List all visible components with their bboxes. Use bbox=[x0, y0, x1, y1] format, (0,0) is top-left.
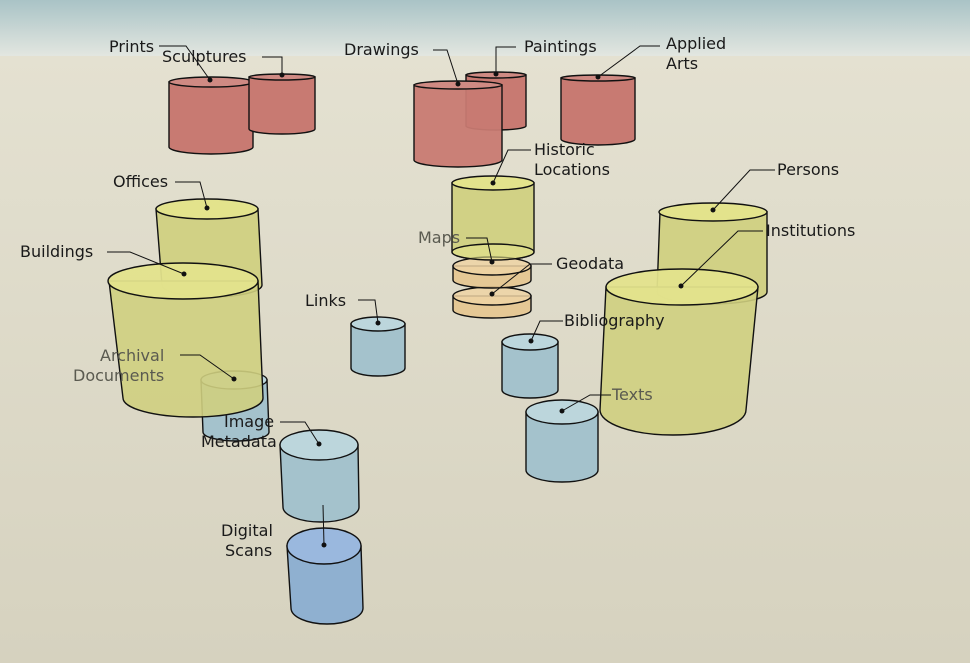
cylinder-geodata-upper bbox=[452, 256, 532, 289]
cylinder-applied-arts bbox=[560, 74, 636, 146]
label-buildings: Buildings bbox=[20, 242, 93, 261]
leader-dots bbox=[181, 71, 716, 548]
cylinder-sculptures bbox=[248, 73, 316, 135]
label-texts: Texts bbox=[611, 385, 653, 404]
label-persons: Persons bbox=[777, 160, 839, 179]
cylinder-institutions bbox=[599, 268, 759, 436]
label-drawings: Drawings bbox=[344, 40, 419, 59]
label-offices: Offices bbox=[113, 172, 168, 191]
cylinder-drawings bbox=[413, 80, 503, 168]
label-institutions: Institutions bbox=[766, 221, 855, 240]
cylinder-links bbox=[350, 316, 406, 377]
label-bibliography: Bibliography bbox=[564, 311, 665, 330]
label-archival-documents-line1: Archival bbox=[100, 346, 164, 365]
maps-disc bbox=[451, 243, 535, 261]
cylinder-bibliography bbox=[501, 333, 559, 399]
label-image-metadata-line1: Image bbox=[224, 412, 274, 431]
leader-lines bbox=[107, 45, 775, 546]
label-archival-documents-line2: Documents bbox=[73, 366, 164, 385]
label-image-metadata-line2: Metadata bbox=[201, 432, 277, 451]
labels: Prints Sculptures Drawings Paintings App… bbox=[20, 34, 855, 560]
label-links: Links bbox=[305, 291, 346, 310]
cylinder-prints bbox=[168, 76, 254, 155]
label-historic-locations-line1: Historic bbox=[534, 140, 595, 159]
sky-background bbox=[0, 0, 970, 60]
label-digital-scans-line1: Digital bbox=[221, 521, 273, 540]
label-maps: Maps bbox=[418, 228, 460, 247]
label-paintings: Paintings bbox=[524, 37, 597, 56]
label-applied-arts-line1: Applied bbox=[666, 34, 726, 53]
label-sculptures: Sculptures bbox=[162, 47, 247, 66]
label-geodata: Geodata bbox=[556, 254, 624, 273]
label-prints: Prints bbox=[109, 37, 154, 56]
label-applied-arts-line2: Arts bbox=[666, 54, 698, 73]
cylinder-digital-scans bbox=[286, 527, 364, 625]
label-digital-scans-line2: Scans bbox=[225, 541, 272, 560]
cylinder-buildings bbox=[107, 262, 264, 418]
label-historic-locations-line2: Locations bbox=[534, 160, 610, 179]
